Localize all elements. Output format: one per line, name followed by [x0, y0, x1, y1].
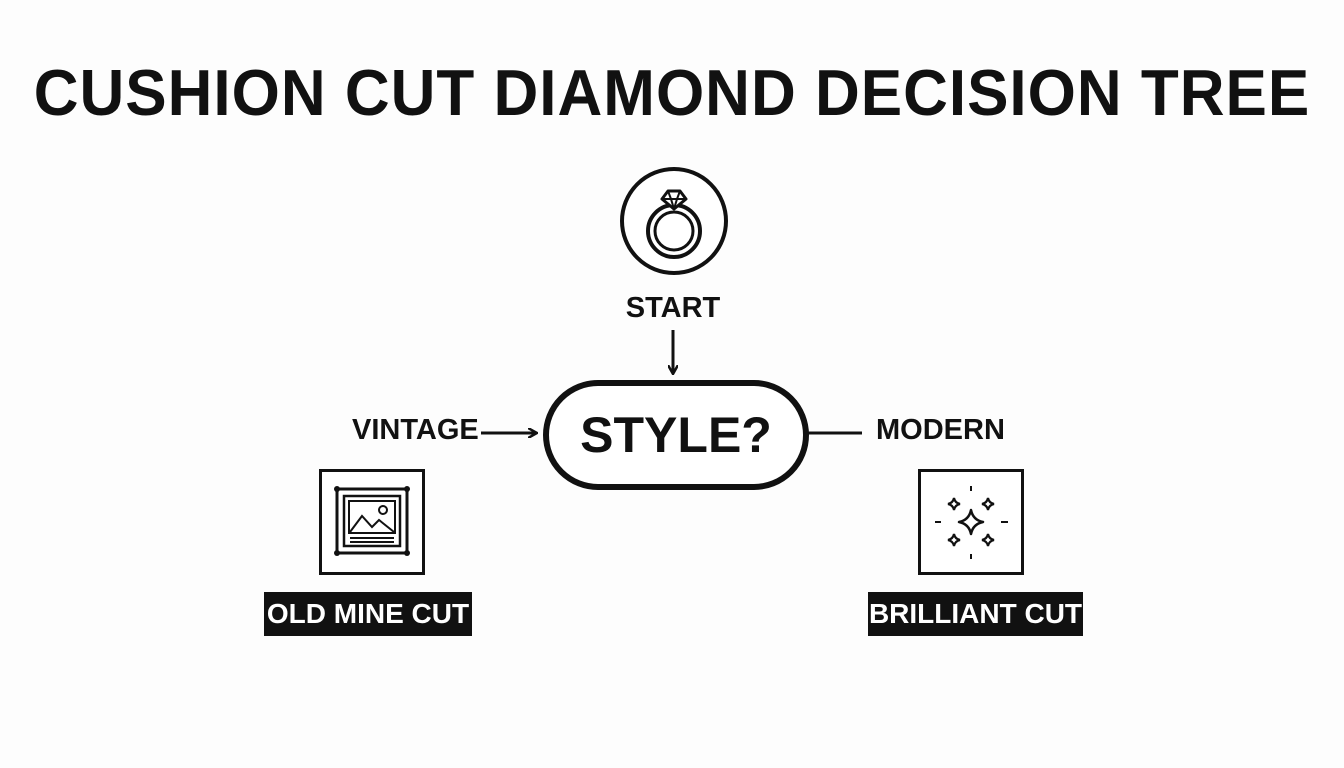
- decision-node: STYLE?: [543, 380, 809, 490]
- start-label: START: [625, 292, 721, 324]
- modern-branch-label: MODERN: [876, 414, 1005, 446]
- start-node: [620, 167, 728, 275]
- vintage-branch-label: VINTAGE: [352, 414, 479, 446]
- sparkles-icon: [935, 486, 1008, 559]
- framed-picture-icon: [334, 486, 410, 556]
- old-mine-cut-result: OLD MINE CUT: [264, 592, 472, 636]
- diamond-ring-icon: [646, 189, 702, 259]
- modern-icon-box: [918, 469, 1024, 575]
- brilliant-cut-result: BRILLIANT CUT: [868, 592, 1083, 636]
- vintage-icon-box: [319, 469, 425, 575]
- page-title: CUSHION CUT DIAMOND DECISION TREE: [33, 57, 1311, 130]
